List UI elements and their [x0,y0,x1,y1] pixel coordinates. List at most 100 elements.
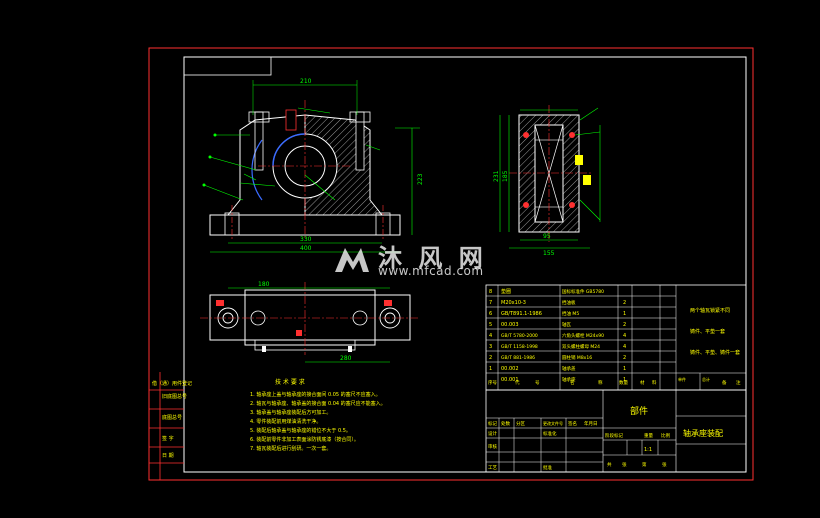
stamp-label-0: 借（通）用件登记 [152,380,192,387]
mfcad-logo-icon [335,248,369,272]
tech-req-4: 4. 零件装配前用煤油清洗干净。 [250,418,321,425]
tb-label-1: 处数 [501,420,510,427]
part-qty-2: 1 [623,311,626,317]
part-name-3: 轴瓦 [562,321,571,328]
dim-right-height: 223 [417,173,424,185]
part-qty-1: 2 [623,300,626,306]
parts-note-0: 两个轴瓦锁紧不同 [690,307,730,314]
part-no-4: 4 [489,333,492,339]
tech-req-5: 5. 装配后轴承盖与轴承座的错位不大于 0.5。 [250,427,351,434]
part-qty-5: 4 [623,344,626,350]
parts-header: 序号 代 号 名 称 数量 材 料 单件 总计 备 注 [488,376,741,386]
ph-7: 料 [652,379,657,386]
tech-req-6: 6. 装配前零件非加工表面涂防锈底漆（按合同）。 [250,436,359,443]
stamp-label-4: 日 期 [162,453,174,459]
part-qty-8: 1 [623,377,626,383]
part-name-7: 轴承盖 [562,365,576,372]
part-name-1: 挡油板 [562,299,576,306]
watermark-url: www.mfcad.com [378,264,484,278]
tb-row4-0: 工艺 [488,465,497,471]
ph-4: 称 [598,379,603,386]
dim-bottom-outer: 400 [300,245,312,252]
tb-row2-0: 设计 [488,430,497,437]
part-code-8: 00.001 [501,377,519,383]
parts-note-2: 铸件、平垫、铸件一套 [690,349,740,356]
part-code-4: GB/T 5780-2000 [501,333,538,339]
title-drawing-name: 轴承座装配 [683,428,723,438]
dim-side-bottom: 155 [543,250,555,257]
dim-side-height: 231 [493,170,500,182]
part-name-6: 圆柱销 M8x16 [562,354,592,361]
front-view: 210 223 330 400 [202,78,424,253]
part-qty-7: 1 [623,366,626,372]
tb-stage-0: 阶段标记 [605,432,623,439]
part-name-8: 轴承座 [562,376,576,383]
stamp-label-2: 底图总号 [162,414,182,421]
tb-stage-2: 比例 [661,432,670,439]
part-code-6: GB/T 881-1986 [501,355,535,361]
ph-1: 代 [515,379,520,386]
tb-row3-0: 审核 [488,443,497,450]
tech-req-title: 技 术 要 求 [275,378,305,386]
tb-stage-1: 重量 [644,432,653,439]
watermark-text: 沐 风 网 [378,244,487,272]
parts-list: 8 垫圈 国标标准件 GB5780 7 M20x10-3 挡油板 2 6 GB/… [485,284,747,391]
drawing-frame [183,56,747,473]
tb-row4-1: 批准 [543,464,552,471]
part-code-1: M20x10-3 [501,300,526,306]
tech-req-3: 3. 轴承盖与轴承座装配后方可加工。 [250,409,331,416]
part-no-3: 5 [489,322,492,328]
dim-plan-top: 180 [258,281,270,288]
dim-top-width: 210 [300,78,312,85]
part-qty-4: 4 [623,333,626,339]
part-code-7: 00.002 [501,366,519,372]
ph-11: 注 [736,379,741,386]
outer-sheet-border [148,47,754,481]
part-code-0: 垫圈 [501,288,511,295]
ph-10: 备 [722,379,727,386]
parts-note-1: 铸件、平垫一套 [690,328,725,335]
side-stamp-table: 借（通）用件登记 旧底图总号 底图总号 签 字 日 期 [149,372,192,480]
part-no-6: 2 [489,355,492,361]
tb-stage-5: 第 [642,461,647,468]
part-no-2: 6 [489,311,492,317]
ph-8: 单件 [678,376,686,382]
part-no-5: 3 [489,344,492,350]
stamp-label-1: 旧底图总号 [162,393,187,400]
tb-label-0: 标记 [488,420,497,427]
tb-row2-1: 标准化 [543,430,557,437]
tb-stage-3: 共 [607,461,612,468]
parts-rows: 8 垫圈 国标标准件 GB5780 7 M20x10-3 挡油板 2 6 GB/… [489,288,626,383]
ph-5: 数量 [619,379,628,386]
side-view: 155 95 231 185 [493,105,601,257]
title-part-label: 部件 [630,405,648,417]
ph-2: 号 [535,380,540,386]
ph-3: 名 [570,379,575,386]
part-no-1: 7 [489,300,492,306]
part-qty-6: 2 [623,355,626,361]
part-code-5: GB/T 1158-1998 [501,344,538,350]
part-qty-3: 2 [623,322,626,328]
ph-9: 总计 [702,376,710,382]
part-code-3: 00.003 [501,322,519,328]
tb-label-5: 年月日 [584,420,598,427]
dim-bottom-inner: 330 [300,236,312,243]
tech-req-1: 1. 轴承座上盖与轴承座的接合面间 0.05 的塞尺不应塞入。 [250,391,381,398]
tb-stage-4: 张 [622,461,627,468]
dim-plan-bottom: 280 [340,355,352,362]
part-code-2: GB/T891.1-1986 [501,311,542,317]
tech-req-7: 7. 轴瓦装配后进行刮研。一次一套。 [250,445,331,452]
part-name-2: 挡油 M5 [562,310,579,317]
part-no-0: 8 [489,289,492,295]
title-block: 部件 轴承座装配 1:1 标记 处数 分区 更改文件号 签名 年月日 设计 标准… [485,389,747,473]
tb-label-4: 签名 [568,420,577,427]
technical-requirements: 技 术 要 求 1. 轴承座上盖与轴承座的接合面间 0.05 的塞尺不应塞入。 … [250,378,386,452]
part-no-7: 1 [489,366,492,372]
drawing-code-box [183,56,272,76]
part-name-5: 双头螺柱螺母 M24 [562,343,600,350]
tb-stage-6: 张 [662,461,667,468]
part-name-0: 国标标准件 GB5780 [562,288,604,295]
dim-side-inner: 95 [543,233,551,240]
tech-req-2: 2. 轴瓦与轴承座、轴承盖的接合面 0.04 的塞尺应不能塞入。 [250,400,386,407]
